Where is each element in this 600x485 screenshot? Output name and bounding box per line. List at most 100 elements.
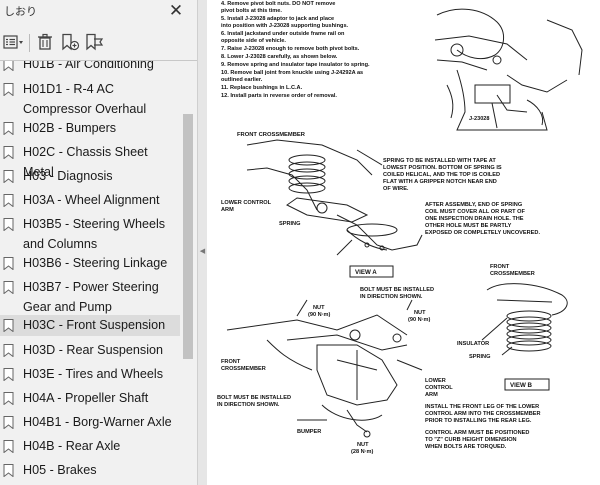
scrollbar-thumb[interactable] [183, 114, 193, 359]
new-bookmark-button[interactable] [59, 31, 81, 53]
note-line: LOWEST POSITION. BOTTOM OF SPRING IS [383, 165, 502, 171]
step-line: into position with J-23028 supporting bu… [221, 23, 349, 29]
note-line: WHEN BOLTS ARE TORQUED. [425, 444, 507, 450]
note-line: OTHER HOLE MUST BE PARTLY [425, 223, 512, 229]
spring-crossmember-drawing [246, 139, 383, 223]
nut-torque-label: (90 N·m) [408, 317, 431, 323]
lower-control-arm-label: CONTROL [425, 385, 453, 391]
instruction-steps: 4. Remove pivot bolt nuts. DO NOT remove… [221, 1, 370, 99]
bookmark-label: H04B1 - Borg-Warner Axle [23, 415, 172, 429]
bookmark-item[interactable]: H04B1 - Borg-Warner Axle [0, 412, 180, 432]
note-line: OF WIRE. [383, 186, 409, 192]
view-a-label: VIEW A [355, 269, 377, 276]
nut-label: NUT [357, 442, 369, 448]
bookmark-label: H01D1 - R-4 AC Compressor Overhaul [23, 82, 147, 116]
bookmarks-panel: しおり ✕ [0, 0, 198, 485]
bookmark-icon [3, 464, 14, 477]
bookmark-item[interactable]: H02B - Bumpers [0, 118, 180, 138]
bookmark-item[interactable]: H03 - Diagnosis [0, 166, 180, 186]
bookmark-label: H02B - Bumpers [23, 121, 117, 135]
bookmark-item[interactable]: H03D - Rear Suspension [0, 340, 180, 360]
step-line: opposite side of vehicle. [221, 38, 286, 44]
bookmark-item[interactable]: H01B - Air Conditioning [0, 61, 180, 74]
note-line: CONTROL ARM MUST BE POSITIONED [425, 430, 529, 436]
step-line: 11. Replace bushings in L.C.A. [221, 85, 303, 91]
bookmark-item[interactable]: H04B - Rear Axle [0, 436, 180, 456]
note-line: BOLT MUST BE INSTALLED [217, 395, 291, 401]
bookmark-item[interactable]: H01D1 - R-4 AC Compressor Overhaul [0, 79, 180, 119]
bookmark-item[interactable]: H03B6 - Steering Linkage [0, 253, 180, 273]
note-line: TO "Z" CURB HEIGHT DIMENSION [425, 437, 517, 443]
spring-tape-note: SPRING TO BE INSTALLED WITH TAPE AT LOWE… [383, 158, 502, 192]
bookmark-item[interactable]: H03B5 - Steering Wheels and Columns [0, 214, 180, 254]
step-line: pivot bolts at this time. [221, 8, 282, 14]
bolt-direction-note: BOLT MUST BE INSTALLED IN DIRECTION SHOW… [360, 287, 434, 300]
bookmark-scrollbar[interactable] [181, 61, 196, 485]
step-line: 12. Install parts in reverse order of re… [221, 93, 337, 99]
bookmark-label: H03B6 - Steering Linkage [23, 256, 168, 270]
front-crossmember-label: FRONT CROSSMEMBER [237, 132, 306, 138]
bookmark-item[interactable]: H05 - Brakes [0, 460, 180, 480]
front-crossmember-label: FRONT [490, 264, 510, 270]
options-menu-button[interactable] [3, 31, 25, 53]
bookmark-icon [3, 122, 14, 135]
view-b-label: VIEW B [510, 382, 533, 389]
bookmark-icon [3, 392, 14, 405]
step-line: outlined earlier. [221, 77, 263, 83]
bookmark-item[interactable]: H03B7 - Power Steering Gear and Pump [0, 277, 180, 317]
list-divider [0, 60, 197, 61]
front-crossmember-label: FRONT [221, 359, 241, 365]
note-line: ONE INSPECTION DRAIN HOLE. THE [425, 216, 524, 222]
bookmark-icon [3, 257, 14, 270]
view-a-box [349, 265, 394, 278]
note-line: PRIOR TO INSTALLING THE REAR LEG. [425, 418, 532, 424]
bookmark-label: H04B - Rear Axle [23, 439, 121, 453]
bookmark-settings-icon [86, 33, 104, 51]
note-line: CONTROL ARM INTO THE CROSSMEMBER [425, 411, 541, 417]
bookmarks-title: しおり [4, 5, 37, 18]
collapse-arrow-icon[interactable]: ◀ [199, 248, 206, 255]
close-panel-button[interactable]: ✕ [168, 1, 184, 21]
bookmarks-header: しおり ✕ [0, 0, 197, 24]
note-line: COILED HELICAL, AND THE TOP IS COILED [383, 172, 500, 178]
note-line: COIL MUST COVER ALL OR PART OF [425, 209, 525, 215]
toolbar-separator [29, 34, 30, 52]
note-line: AFTER ASSEMBLY, END OF SPRING [425, 202, 522, 208]
trash-icon [38, 33, 52, 50]
spring-label: SPRING [279, 221, 300, 227]
step-line: 6. Install jackstand under outside frame… [221, 31, 345, 37]
lower-control-arm-label: LOWER CONTROL [221, 200, 272, 206]
bookmark-label: H03E - Tires and Wheels [23, 367, 163, 381]
bookmark-icon [3, 170, 14, 183]
note-line: SPRING TO BE INSTALLED WITH TAPE AT [383, 158, 496, 164]
bookmark-icon [3, 83, 14, 96]
spring-label: SPRING [469, 354, 490, 360]
bookmark-icon [3, 218, 14, 231]
bookmark-list: H01B - Air Conditioning H01D1 - R-4 AC C… [0, 61, 180, 485]
bookmark-icon [3, 319, 14, 332]
spring-bottom-drawing [336, 214, 423, 256]
note-line: INSTALL THE FRONT LEG OF THE LOWER [425, 404, 539, 410]
bookmark-label: H01B - Air Conditioning [23, 61, 154, 71]
bookmark-item[interactable]: H03E - Tires and Wheels [0, 364, 180, 384]
bookmark-icon [3, 281, 14, 294]
add-bookmark-icon [62, 33, 80, 51]
bookmark-properties-button[interactable] [84, 31, 106, 53]
view-b-drawing [481, 283, 568, 356]
panel-splitter[interactable]: ◀ [198, 0, 207, 485]
bookmark-icon [3, 368, 14, 381]
bookmark-item-selected[interactable]: H03C - Front Suspension [0, 315, 180, 336]
nut-torque-label: (90 N·m) [308, 312, 331, 318]
bookmark-item[interactable]: H03A - Wheel Alignment [0, 190, 180, 210]
bookmark-icon [3, 344, 14, 357]
bookmark-item[interactable]: H04A - Propeller Shaft [0, 388, 180, 408]
bookmark-label: H02C - Chassis Sheet Metal [23, 145, 148, 179]
step-line: 8. Lower J-23028 carefully, as shown bel… [221, 54, 338, 60]
assembly-note: AFTER ASSEMBLY, END OF SPRING COIL MUST … [425, 202, 540, 236]
note-line: FLAT WITH A GRIPPER NOTCH NEAR END [383, 179, 497, 185]
bookmark-item[interactable]: H02C - Chassis Sheet Metal [0, 142, 180, 179]
insulator-label: INSULATOR [457, 341, 489, 347]
document-page: 4. Remove pivot bolt nuts. DO NOT remove… [207, 0, 600, 485]
bookmark-label: H03C - Front Suspension [23, 318, 166, 332]
delete-bookmark-button[interactable] [34, 31, 56, 53]
